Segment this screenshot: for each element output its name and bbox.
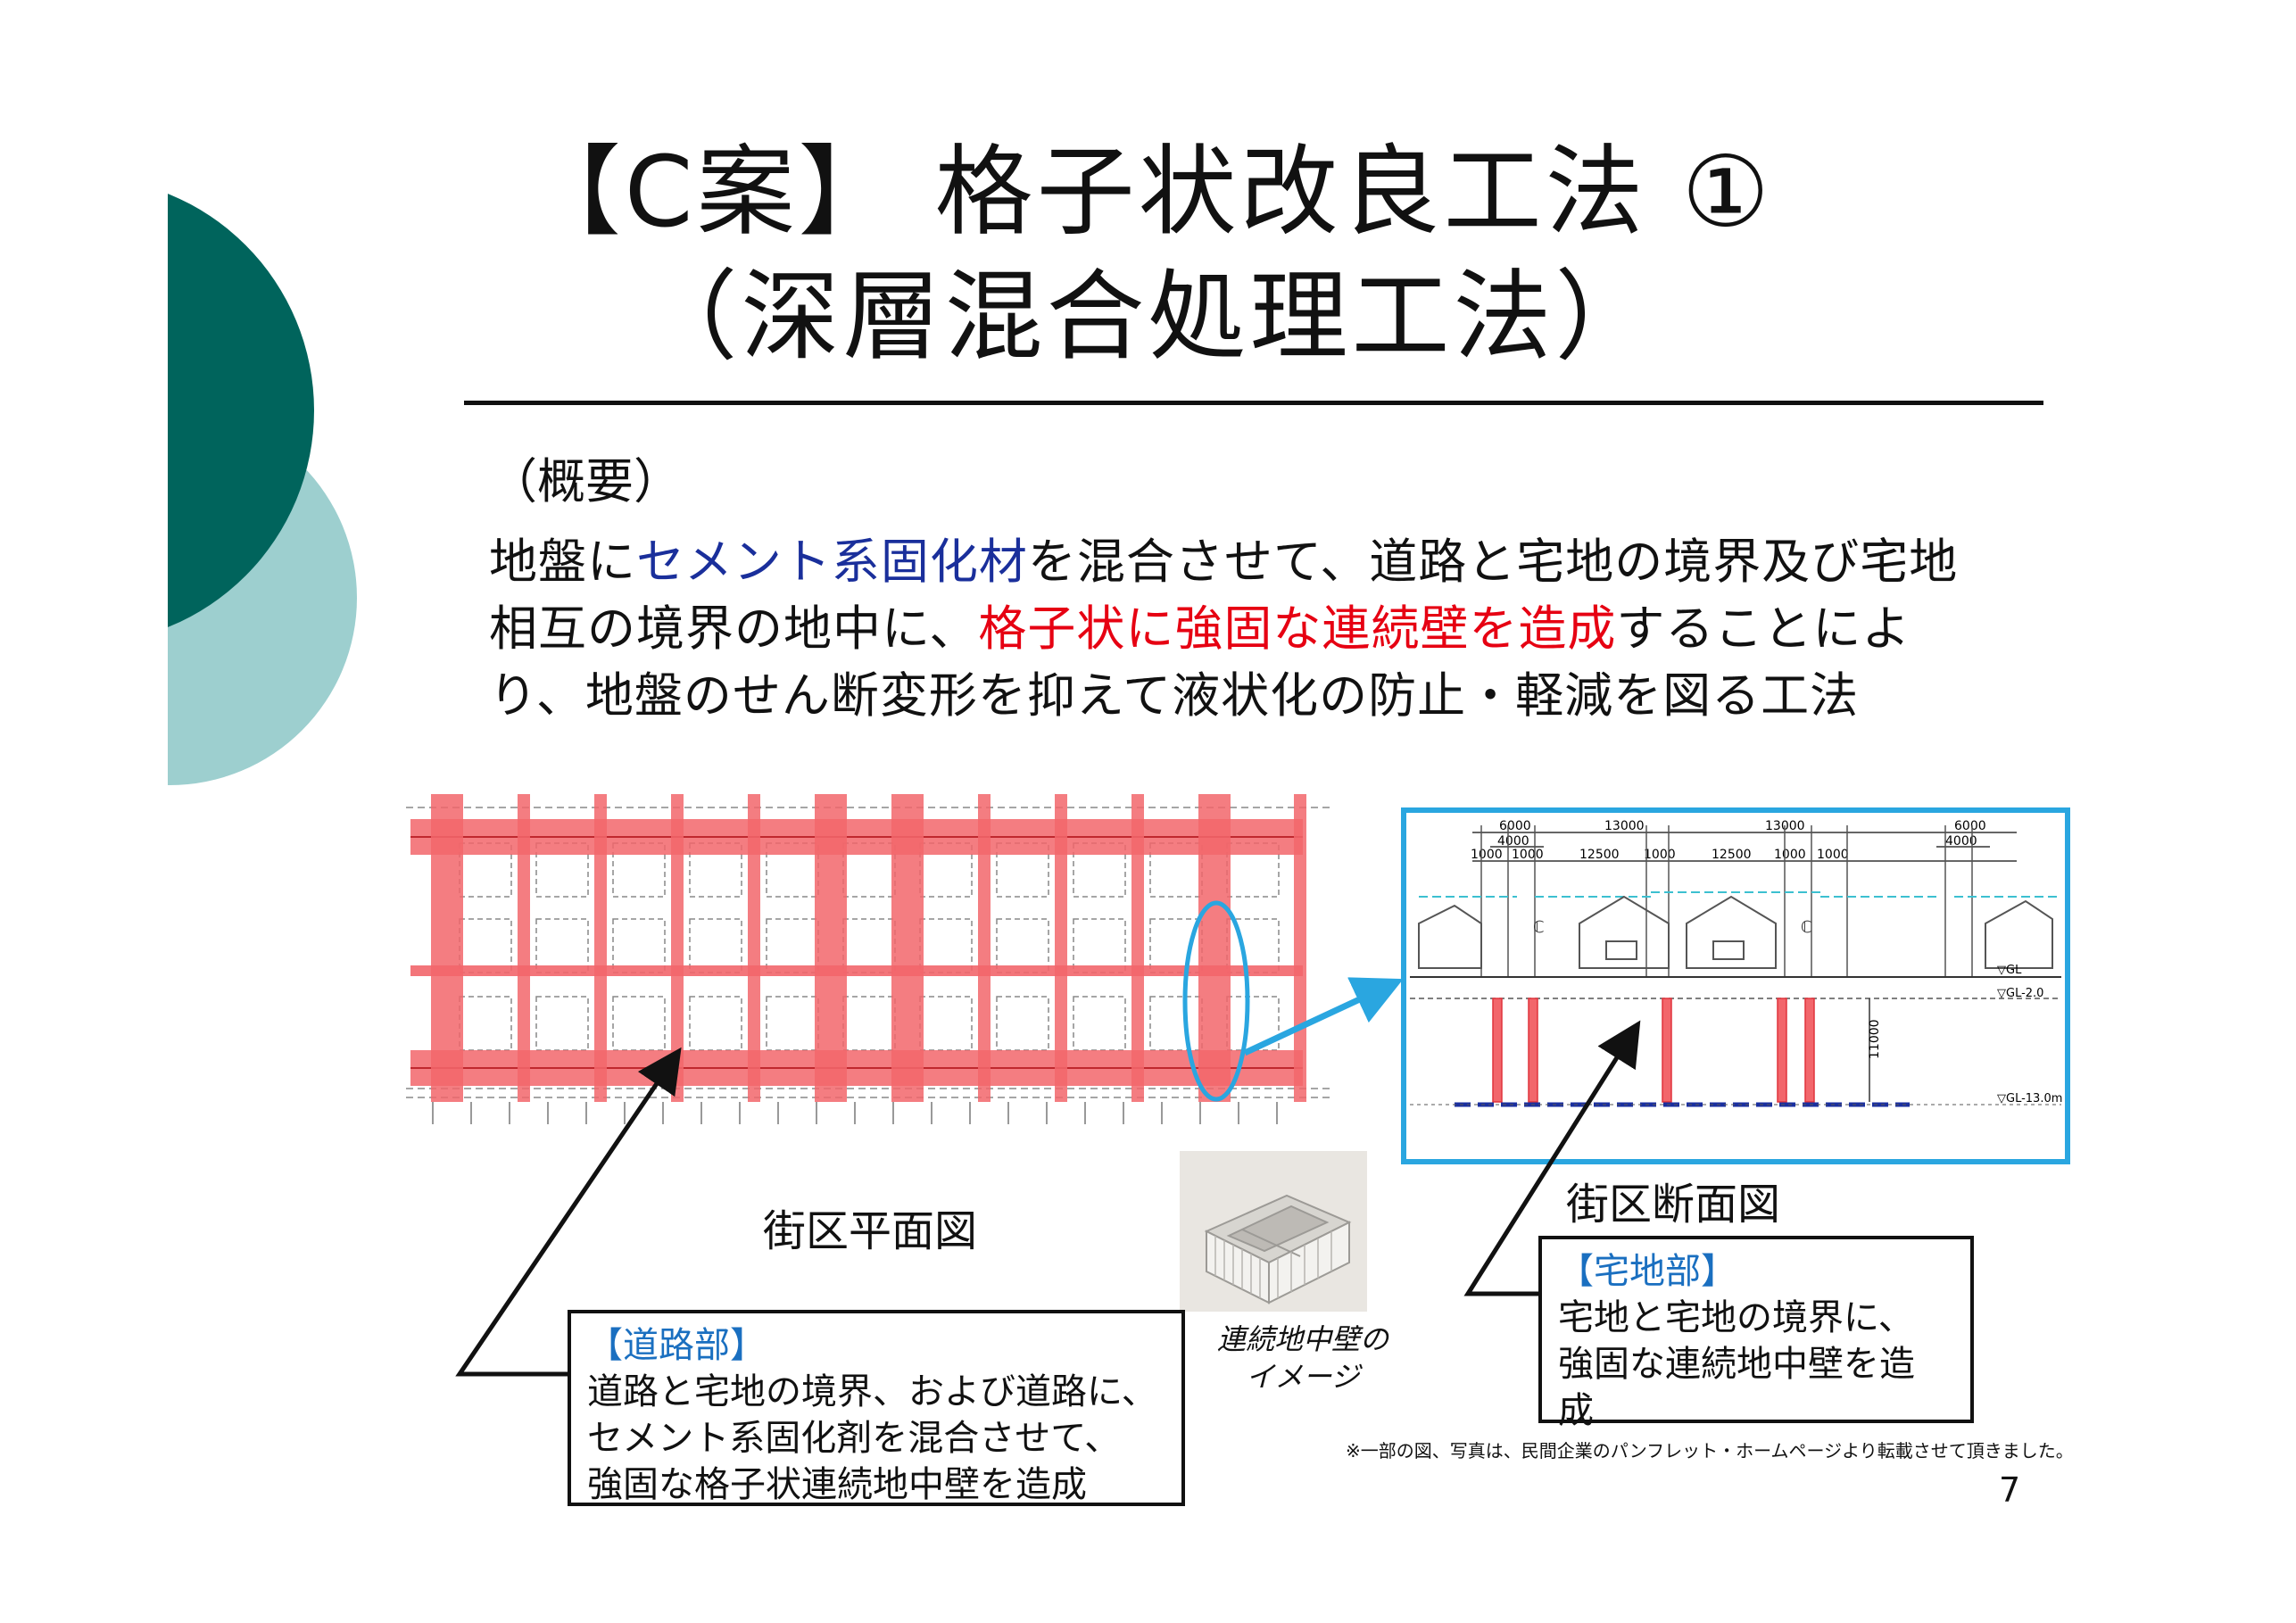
plan-wall xyxy=(891,794,924,1102)
dim-mid-1: 4000 xyxy=(1497,834,1529,849)
road-box-line2: セメント系固化剤を混合させて、 xyxy=(587,1418,1121,1459)
plan-lot-cell xyxy=(1073,996,1126,1051)
plan-wall xyxy=(594,794,607,1102)
plan-lot-cell xyxy=(996,918,1049,973)
dim-bot-3: 12500 xyxy=(1579,848,1620,862)
body-line-1-highlight: セメント系固化材 xyxy=(636,534,1028,590)
road-section-callout: 【道路部】 道路と宅地の境界、および道路に、 セメント系固化剤を混合させて、 強… xyxy=(568,1310,1185,1506)
footnote: ※一部の図、写真は、民間企業のパンフレット・ホームページより転載させて頂きました… xyxy=(1346,1440,2074,1462)
dim-top-1: 6000 xyxy=(1499,819,1531,833)
plan-lot-cell xyxy=(919,996,973,1051)
title-divider xyxy=(464,401,2043,405)
dim-top-2: 13000 xyxy=(1604,819,1645,833)
lot-section-callout: 【宅地部】 宅地と宅地の境界に、 強固な連続地中壁を造 成 xyxy=(1538,1236,1974,1431)
road-box-line1: 道路と宅地の境界、および道路に、 xyxy=(587,1371,1157,1412)
depth-label: 11000 xyxy=(1868,1019,1882,1059)
plan-wall xyxy=(1294,794,1306,1102)
wall-caption-line: 連続地中壁の イメージ xyxy=(1216,1322,1388,1394)
level-gl-13: ▽GL-13.0m xyxy=(1997,1092,2062,1105)
plan-lot-cell xyxy=(535,996,589,1051)
decorative-circles xyxy=(0,0,357,892)
plan-lot-cell xyxy=(612,918,666,973)
plan-lot-cell xyxy=(1149,918,1203,973)
section-frame xyxy=(1401,807,2070,1164)
plan-wall xyxy=(431,794,463,1102)
plan-lot-cell xyxy=(1149,842,1203,898)
lot-box-line2: 強固な連続地中壁を造 xyxy=(1558,1344,1915,1385)
block-plan-view xyxy=(406,794,1334,1124)
plan-wall xyxy=(1055,794,1067,1102)
plan-lot-cell xyxy=(1073,842,1126,898)
dim-bot-2: 1000 xyxy=(1512,848,1544,862)
plan-lot-cell xyxy=(1149,996,1203,1051)
left-mask xyxy=(0,0,168,892)
plan-lot-cell xyxy=(842,996,896,1051)
road-box-line3: 強固な格子状連続地中壁を造成 xyxy=(587,1464,1087,1505)
centerline-mark-1: ℂ xyxy=(1533,918,1545,937)
plan-lot-cell xyxy=(996,996,1049,1051)
lot-box-heading: 【宅地部】 xyxy=(1558,1251,1737,1292)
house-icons xyxy=(1418,895,2053,969)
section-caption: 街区断面図 xyxy=(1566,1180,1781,1230)
plan-lot-cell xyxy=(612,996,666,1051)
body-line-2: 相互の境界の地中に、格子状に強固な連続壁を造成することによ xyxy=(489,589,1911,659)
level-gl-2: ▽GL-2.0 xyxy=(1997,987,2043,1000)
plan-lot-cell xyxy=(766,842,819,898)
plan-wall xyxy=(1131,794,1144,1102)
dim-top-4: 6000 xyxy=(1954,819,1986,833)
plan-lot-cell xyxy=(459,918,512,973)
plan-lot-cell xyxy=(919,918,973,973)
page-number: 7 xyxy=(1999,1470,2021,1510)
block-section-view: 6000 13000 13000 6000 4000 4000 1000 100… xyxy=(1401,807,2070,1164)
level-gl: ▽GL xyxy=(1997,964,2022,977)
continuous-wall-image xyxy=(1180,1151,1367,1312)
plan-lot-cell xyxy=(689,842,742,898)
plan-wall xyxy=(1198,794,1231,1102)
slide-title-line1: 【C案】 格子状改良工法 ① xyxy=(522,135,1774,249)
plan-grid xyxy=(406,794,1334,1124)
plan-lot-cell xyxy=(535,918,589,973)
plan-lot-cell xyxy=(689,918,742,973)
plan-lot-cell xyxy=(689,996,742,1051)
plan-lot-cell xyxy=(842,918,896,973)
dim-bot-6: 1000 xyxy=(1774,848,1806,862)
plan-lot-cell xyxy=(996,842,1049,898)
plan-wall xyxy=(671,794,684,1102)
plan-lot-cell xyxy=(766,918,819,973)
section-drawing: 6000 13000 13000 6000 4000 4000 1000 100… xyxy=(1410,819,2062,1107)
body-line-1-pre: 地盤に xyxy=(489,534,636,590)
body-line-2-post: することによ xyxy=(1616,600,1911,657)
road-box-heading: 【道路部】 xyxy=(587,1325,766,1366)
body-line-2-pre: 相互の境界の地中に、 xyxy=(489,600,979,657)
plan-lot-cell xyxy=(612,842,666,898)
plan-lot-cell xyxy=(459,996,512,1051)
body-line-1-post: を混合させて、道路と宅地の境界及び宅地 xyxy=(1027,534,1959,590)
plan-lot-cell xyxy=(1073,918,1126,973)
plan-lot-cell xyxy=(766,996,819,1051)
plan-wall xyxy=(978,794,991,1102)
dim-bot-7: 1000 xyxy=(1817,848,1849,862)
wall-columns xyxy=(1492,998,1815,1103)
body-line-2-highlight: 格子状に強固な連続壁を造成 xyxy=(978,600,1617,657)
plan-lot-cell xyxy=(1226,918,1280,973)
dim-bot-5: 12500 xyxy=(1712,848,1752,862)
overview-label: （概要） xyxy=(489,453,682,509)
body-line-1: 地盤にセメント系固化材を混合させて、道路と宅地の境界及び宅地 xyxy=(489,522,1958,592)
plan-lot-boundary xyxy=(410,965,1303,976)
wall-image-caption: 連続地中壁の イメージ xyxy=(1196,1321,1410,1395)
lot-box-line3: 成 xyxy=(1558,1390,1594,1431)
dim-bot-4: 1000 xyxy=(1644,848,1676,862)
plan-caption: 街区平面図 xyxy=(763,1206,978,1256)
plan-lot-cell xyxy=(535,842,589,898)
plan-wall xyxy=(748,794,760,1102)
lot-box-line1: 宅地と宅地の境界に、 xyxy=(1558,1297,1914,1338)
plan-wall xyxy=(815,794,847,1102)
dim-mid-2: 4000 xyxy=(1945,834,1977,849)
centerline-mark-2: ℂ xyxy=(1801,918,1812,937)
plan-wall xyxy=(518,794,530,1102)
plan-lot-cell xyxy=(1226,996,1280,1051)
slide-title-line2: （深層混合処理工法） xyxy=(639,260,1657,374)
dim-bot-1: 1000 xyxy=(1471,848,1503,862)
body-line-3: り、地盤のせん断変形を抑えて液状化の防止・軽減を図る工法 xyxy=(489,667,1860,724)
